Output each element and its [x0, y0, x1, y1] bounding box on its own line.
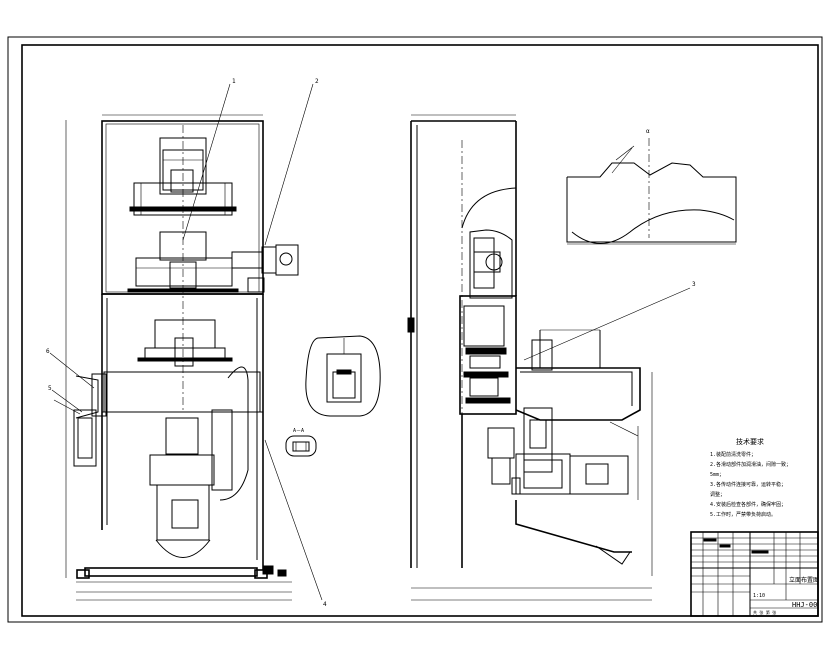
drawing-name: 立面布置图 [789, 576, 819, 584]
notes-title: 技术要求 [736, 437, 764, 446]
blade-profile-detail [566, 138, 737, 245]
leader-label-3: 3 [692, 281, 696, 288]
angle-label: α [646, 128, 650, 135]
detail-view [305, 335, 381, 417]
notes-line-5: 调整； [710, 491, 725, 498]
notes-line-3: 5mm； [710, 472, 724, 478]
inner-frame [21, 44, 819, 617]
leader-label-5: 5 [48, 385, 52, 392]
section-a-a [285, 435, 317, 457]
notes-line-6: 4.安装后检查各部件，确保牢固； [710, 501, 786, 508]
notes-line-2: 2.各滑动部件加润滑油，间隙一致； [710, 461, 791, 468]
section-label: A－A [293, 428, 304, 434]
side-elevation-view [407, 114, 691, 601]
leader-label-4: 4 [323, 601, 327, 608]
front-elevation-view [49, 83, 323, 601]
title-block [690, 531, 819, 617]
notes-line-7: 5.工作时，严禁带负荷启动。 [710, 511, 776, 518]
leader-label-6: 6 [46, 348, 50, 355]
leader-label-1: 1 [232, 78, 236, 85]
notes-line-4: 3.各传动件连接可靠，运转平稳； [710, 481, 786, 488]
leader-label-2: 2 [315, 78, 319, 85]
notes-line-1: 1.装配前清洗零件； [710, 451, 756, 458]
outer-frame [7, 36, 823, 623]
sheet-count: 共 张 第 张 [753, 609, 776, 615]
drawing-number: HHJ-00 [792, 601, 817, 609]
drawing-scale: 1:10 [753, 593, 765, 599]
